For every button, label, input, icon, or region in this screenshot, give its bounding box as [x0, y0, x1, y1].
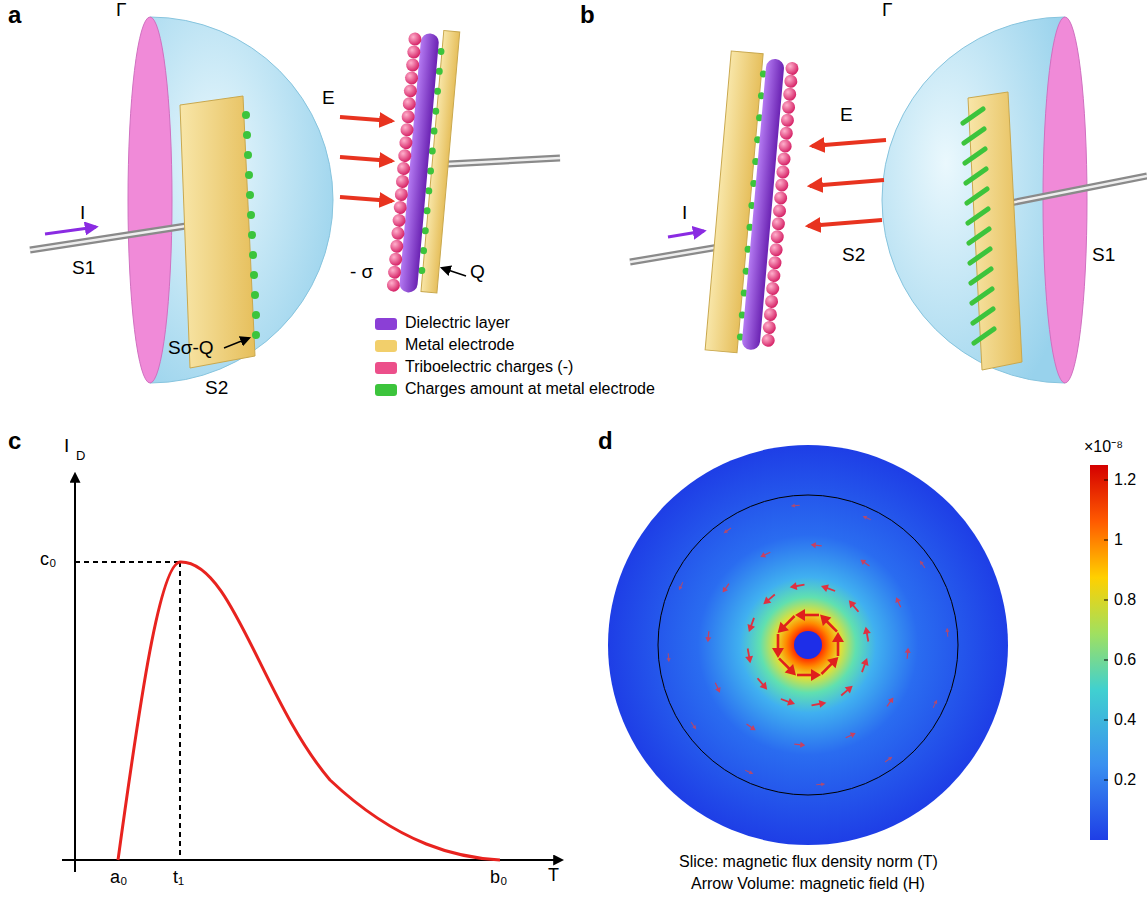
tick-label: 1 [1114, 531, 1123, 549]
flat-surface [128, 17, 172, 383]
flat-surface [1043, 17, 1087, 383]
panel-letter: c [8, 428, 21, 454]
charge-label: Sσ-Q [168, 338, 214, 359]
axis-label: T [548, 866, 559, 886]
panel-a-art [30, 17, 560, 383]
boundary-circle [658, 495, 958, 795]
tick-label: 0.6 [1114, 651, 1136, 669]
current-arrow [45, 227, 96, 234]
wire [448, 158, 560, 164]
panel-d-field [608, 445, 1108, 845]
wire [630, 246, 725, 262]
legend-swatch [375, 362, 397, 374]
charge-label: Q [470, 262, 485, 283]
axis-value: b₀ [490, 868, 507, 888]
field-label: E [322, 88, 335, 109]
electrode-charges [242, 111, 260, 339]
wire [1000, 176, 1147, 205]
axis-value: t₁ [173, 868, 184, 888]
wire-section [794, 631, 822, 659]
metal-electrode [180, 96, 255, 368]
scale-factor: ×10⁻⁸ [1084, 438, 1123, 456]
panel-b-art [630, 17, 1147, 383]
tick-label: 0.4 [1114, 711, 1136, 729]
panel-letter: d [598, 428, 613, 454]
surface-label: S1 [1092, 245, 1115, 266]
axis-value: a₀ [110, 868, 127, 888]
legend-swatch [375, 384, 397, 396]
tick-label: 1.2 [1114, 471, 1136, 489]
legend-swatch [375, 318, 397, 330]
plot-caption: Arrow Volume: magnetic field (H) [691, 875, 925, 893]
leader-arrow [442, 268, 466, 276]
surface-label: Γ [116, 0, 126, 21]
legend-text: Charges amount at metal electrode [405, 380, 655, 398]
field-arrows [808, 140, 886, 226]
axis-value: c₀ [40, 550, 56, 570]
axis-label: I [64, 436, 69, 457]
field-arrows [666, 503, 950, 787]
legend-text: Metal electrode [405, 336, 514, 354]
legend-swatch [375, 340, 397, 352]
surface-label: S1 [72, 258, 95, 279]
tick-label: 0.2 [1114, 771, 1136, 789]
panel-c-chart [62, 474, 562, 872]
plot-caption: Slice: magnetic flux density norm (T) [679, 853, 938, 871]
current-label: I [80, 203, 85, 224]
color-bar [1090, 465, 1108, 840]
gauss-hemisphere [150, 17, 333, 383]
axis-subscript: D [76, 449, 85, 463]
surface-label: Γ [882, 0, 892, 21]
panel-letter: b [580, 2, 595, 28]
triboelectric-stack [705, 51, 799, 356]
triboelectric-stack [386, 28, 459, 296]
tick-label: 0.8 [1114, 591, 1136, 609]
guide-line [179, 562, 181, 860]
legend-text: Triboelectric charges (-) [405, 358, 573, 376]
field-arrows [340, 117, 392, 201]
electrode-charges [963, 109, 994, 343]
y-axis [74, 474, 76, 872]
surface-label: S2 [205, 378, 228, 399]
color-bar-ticks [1104, 480, 1108, 780]
field-slice [608, 445, 1008, 845]
panel-letter: a [8, 2, 21, 28]
guide-line [75, 561, 180, 563]
surface-label: S2 [842, 245, 865, 266]
current-arrow [668, 231, 704, 237]
leader-arrow [224, 338, 249, 348]
current-curve [118, 562, 500, 860]
legend-text: Dielectric layer [405, 314, 510, 332]
current-label: I [682, 203, 687, 224]
charge-label: - σ [350, 262, 373, 283]
field-label: E [840, 105, 853, 126]
